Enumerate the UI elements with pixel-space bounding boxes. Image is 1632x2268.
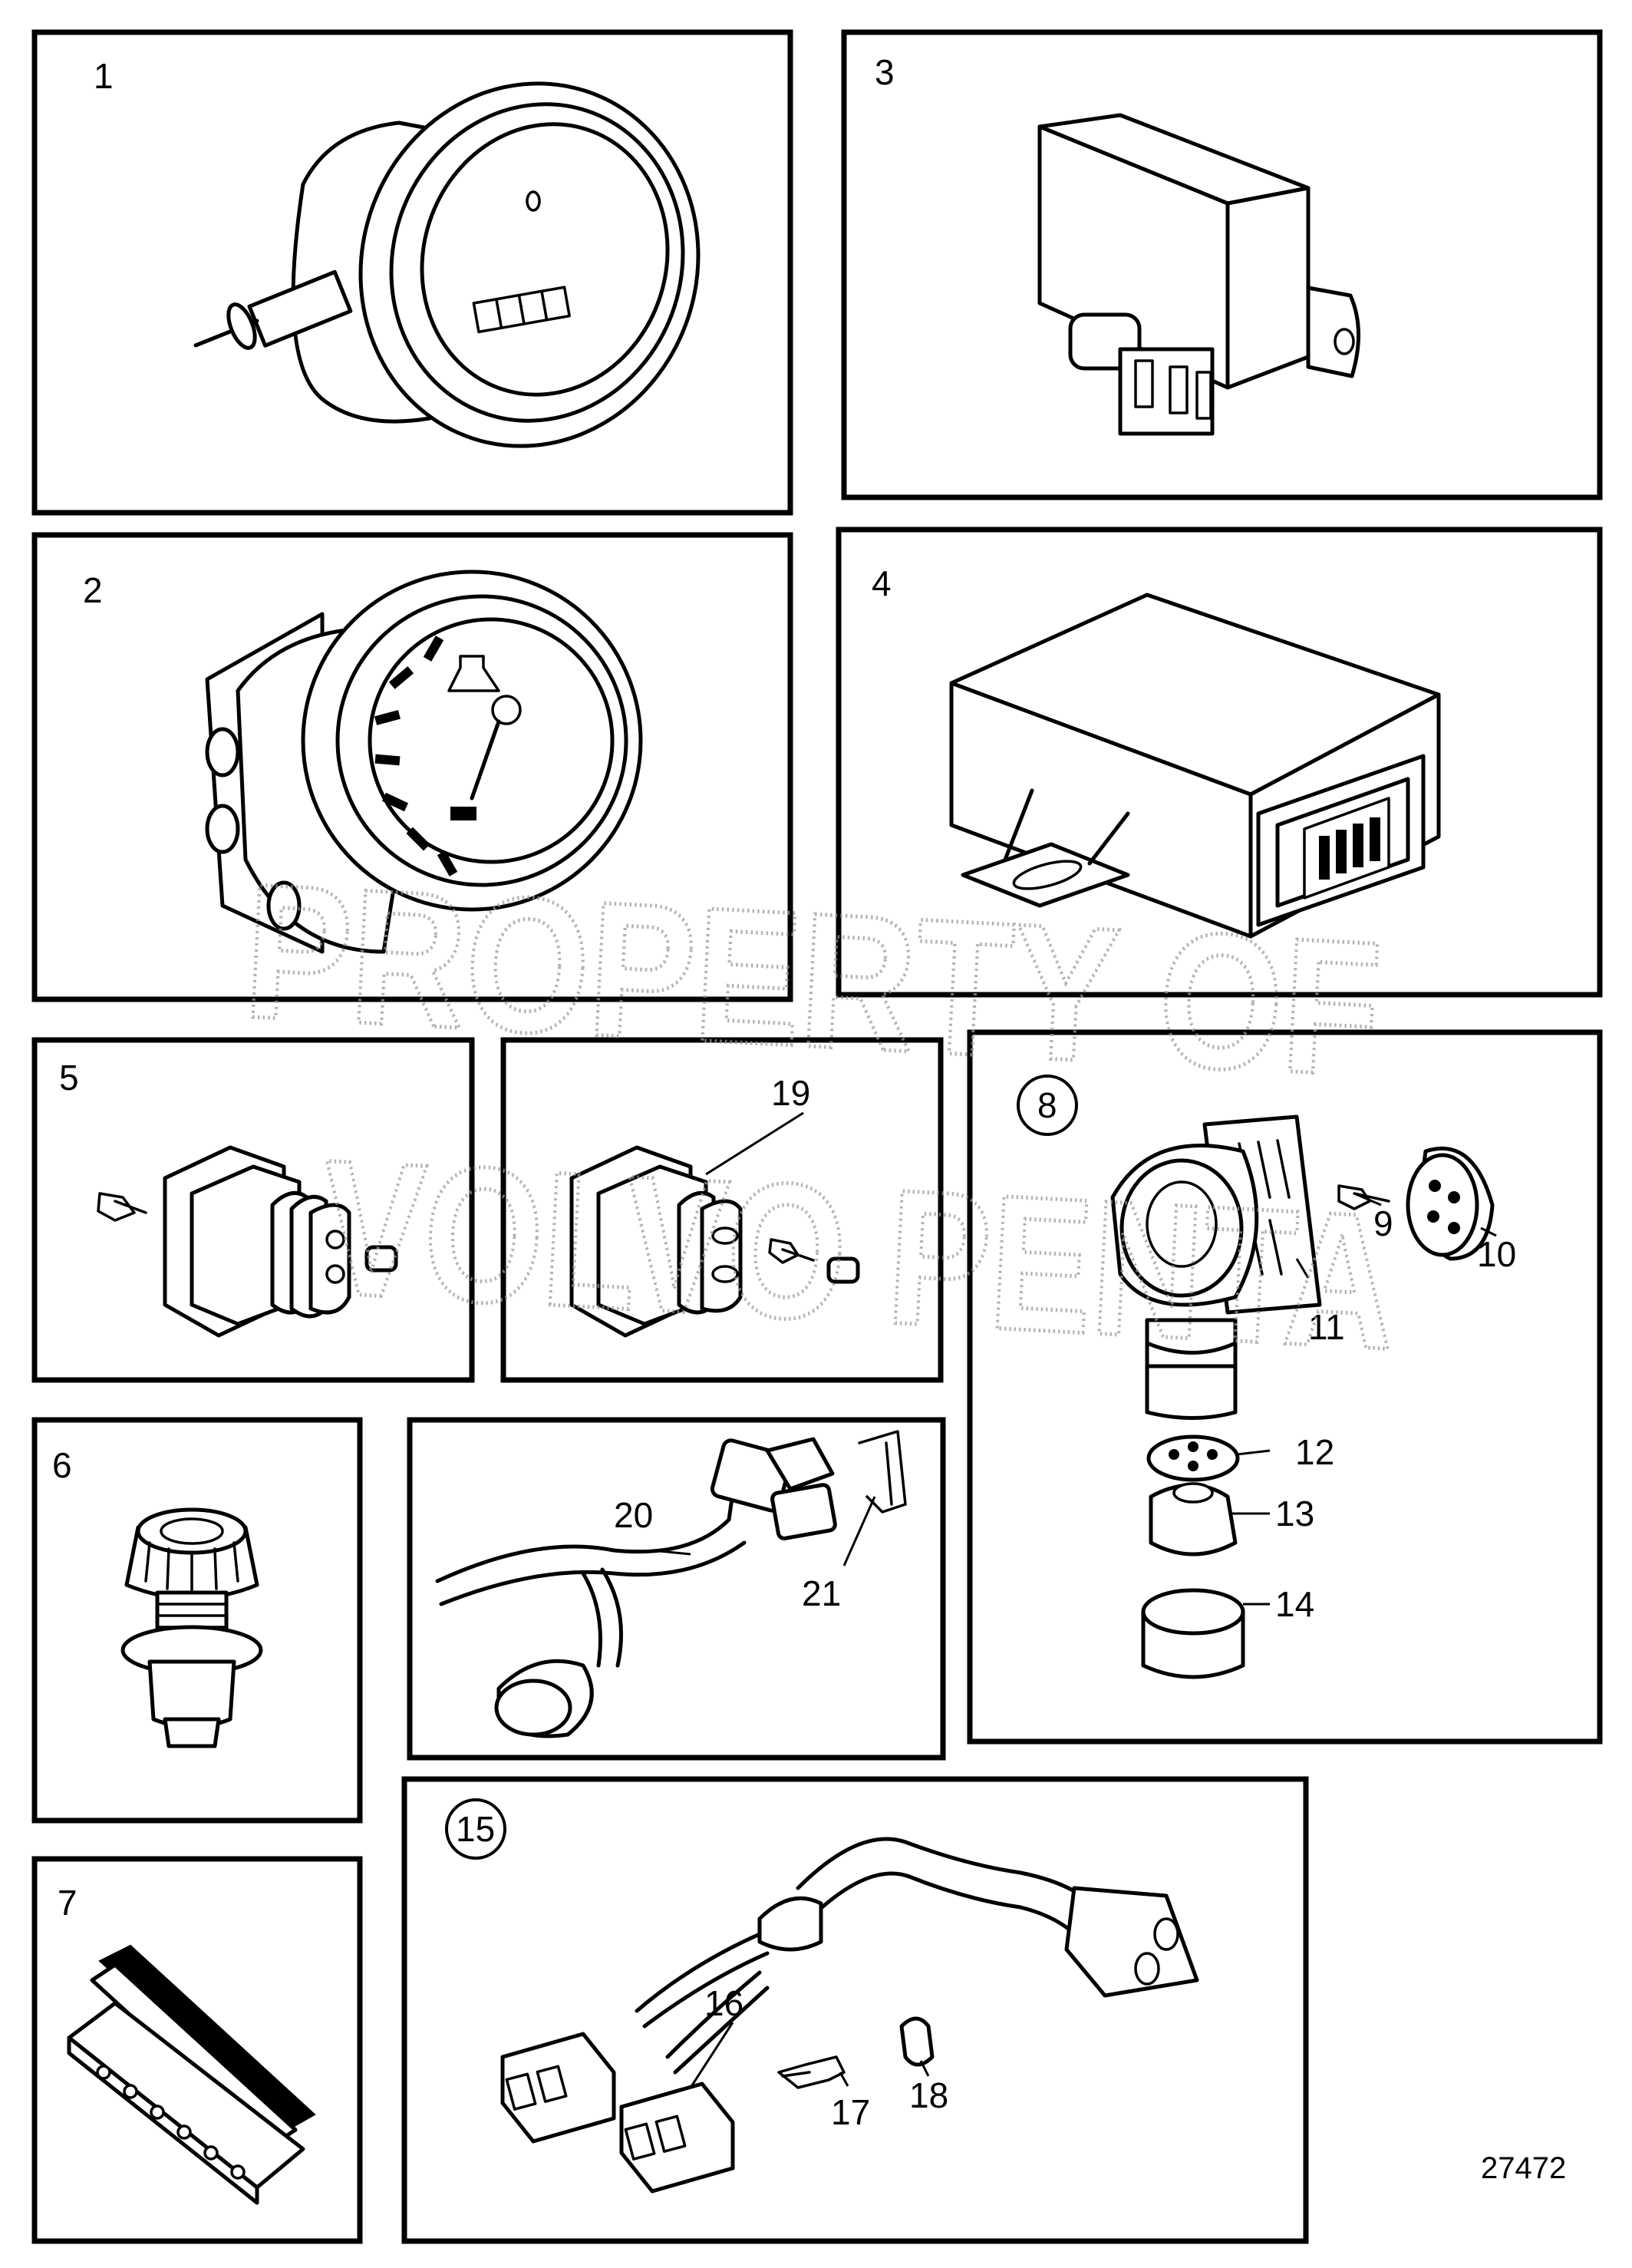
relay-box xyxy=(1037,113,1361,436)
callout-14: 14 xyxy=(1275,1584,1314,1624)
callout-13: 13 xyxy=(1275,1494,1314,1533)
callout-6: 6 xyxy=(52,1445,72,1485)
leader-lines xyxy=(651,1111,1497,2088)
callout-12: 12 xyxy=(1295,1432,1334,1472)
panel-6 xyxy=(31,1417,363,1824)
round-connector-assembly xyxy=(1110,1114,1495,1679)
callouts: 1 2 3 4 5 6 7 8 9 10 11 12 13 14 15 16 1… xyxy=(52,52,1516,2132)
callout-2: 2 xyxy=(83,570,103,610)
control-unit xyxy=(949,593,1441,939)
callout-11: 11 xyxy=(1308,1307,1345,1347)
callout-17: 17 xyxy=(831,2092,870,2132)
callout-1: 1 xyxy=(94,56,114,96)
callout-3: 3 xyxy=(875,52,895,92)
temperature-gauge xyxy=(205,569,643,954)
callout-15-ring xyxy=(445,1798,506,1860)
rotary-knob xyxy=(120,1507,263,1748)
hour-meter-gauge xyxy=(193,81,701,448)
adapter-harness xyxy=(500,1837,1199,2194)
callout-5: 5 xyxy=(59,1058,79,1098)
callout-10: 10 xyxy=(1477,1234,1516,1274)
callout-21: 21 xyxy=(802,1573,841,1613)
callout-8: 8 xyxy=(1037,1085,1057,1125)
harness-20 xyxy=(435,1430,907,1738)
callout-20: 20 xyxy=(614,1495,653,1535)
diagram-reference-number: 27472 xyxy=(1481,2151,1566,2185)
callout-15: 15 xyxy=(456,1809,495,1849)
connector-housing-19 xyxy=(569,1145,860,1338)
callout-18: 18 xyxy=(909,2075,948,2115)
callout-8-ring xyxy=(1017,1075,1078,1136)
callout-9: 9 xyxy=(1373,1203,1393,1243)
multi-pin-connector xyxy=(67,1944,316,2205)
connector-housing xyxy=(97,1145,398,1338)
callout-16: 16 xyxy=(704,1983,743,2023)
callout-19: 19 xyxy=(771,1073,810,1113)
callout-4: 4 xyxy=(872,563,892,603)
callout-7: 7 xyxy=(58,1883,77,1923)
